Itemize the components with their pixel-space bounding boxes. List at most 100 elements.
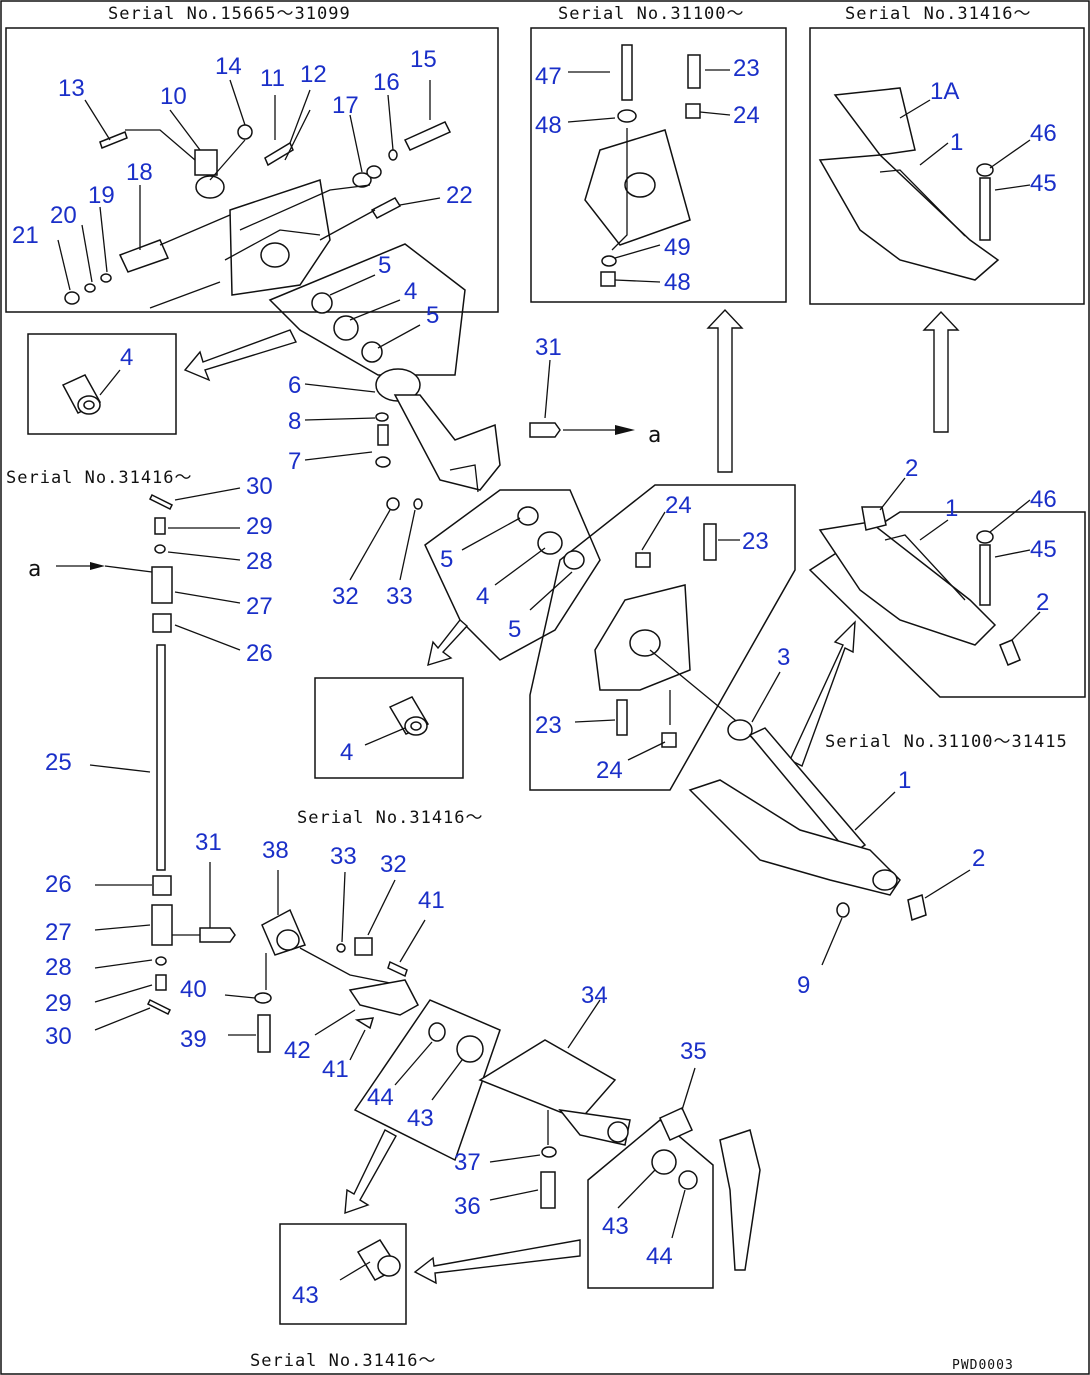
callout-32-upper: 32 [332,583,359,610]
callout-29-lower: 29 [45,990,72,1017]
callouts: 13 10 14 11 12 17 16 15 18 19 20 21 22 5… [12,46,1057,1309]
serial-label-left-rod: Serial No.31416～ [6,468,193,488]
group-frame-bushings-lower-right [587,1119,714,1289]
drawing-bracket-middle-right [594,523,717,748]
callout-2-right-top: 2 [905,455,918,482]
frame-top-middle [530,27,787,303]
callout-48-top: 48 [535,112,562,139]
page-code: PWD0003 [952,1358,1014,1373]
drawing-pedal-lower [649,649,927,921]
arrow-to-box-4a [183,329,297,382]
arrow-letter-a-left: a [28,557,42,582]
callout-43-lower-left: 43 [407,1105,434,1132]
callout-36: 36 [454,1193,481,1220]
callout-2-lower: 2 [972,845,985,872]
serial-label-top-right: Serial No.31416～ [845,4,1032,24]
frame-top-left [5,27,499,313]
serial-label-right-middle: Serial No.31100～31415 [825,732,1068,752]
callout-1-top-right: 1 [950,129,963,156]
arrow-to-box-43a [344,1129,397,1215]
callout-1-right-middle: 1 [945,495,958,522]
callout-22: 22 [446,182,473,209]
drawing-pedal-right-middle [818,506,1021,666]
drawing-bushing-4a [61,374,102,415]
callout-33-lower: 33 [330,843,357,870]
callout-37: 37 [454,1149,481,1176]
callout-49: 49 [664,234,691,261]
callout-31-upper: 31 [535,334,562,361]
callout-23-middle-top: 23 [742,528,769,555]
callout-23-middle-bottom: 23 [535,712,562,739]
callout-28-upper: 28 [246,548,273,575]
callout-40: 40 [180,976,207,1003]
callout-32-lower: 32 [380,851,407,878]
serial-label-top-middle: Serial No.31100～ [558,4,745,24]
drawing-bushing-4b [388,696,430,736]
callout-24-middle-bottom: 24 [596,757,623,784]
callout-4-middle: 4 [476,583,489,610]
callout-5-middle-b: 5 [508,616,521,643]
callout-44-lower-right: 44 [646,1243,673,1270]
serial-label-top-left: Serial No.15665～31099 [108,4,351,24]
callout-35: 35 [680,1038,707,1065]
callout-11: 11 [260,65,285,92]
arrow-up-right [922,310,960,433]
drawing-bushing-43 [356,1239,401,1281]
arrow-to-pedal-right [789,620,856,767]
callout-12: 12 [300,61,327,88]
serial-label-lower-middle: Serial No.31416～ [297,808,484,828]
callout-45-top: 45 [1030,170,1057,197]
callout-23-top: 23 [733,55,760,82]
callout-41-upper: 41 [418,887,445,914]
callout-26-upper: 26 [246,640,273,667]
callout-33-upper: 33 [386,583,413,610]
callout-44-lower-left: 44 [367,1084,394,1111]
callout-24-top: 24 [733,102,760,129]
callout-41-lower: 41 [322,1056,349,1083]
callout-19: 19 [88,182,115,209]
callout-4-box-a: 4 [120,344,133,371]
callout-6: 6 [288,372,301,399]
callout-30-upper: 30 [246,473,273,500]
callout-38: 38 [262,837,289,864]
group-frame-bushings-upper [268,243,466,376]
callout-1-lower: 1 [898,767,911,794]
callout-18: 18 [126,159,153,186]
callout-13: 13 [58,75,85,102]
callout-9: 9 [797,972,810,999]
callout-25: 25 [45,749,72,776]
callout-14: 14 [215,53,242,80]
callout-46-top: 46 [1030,120,1057,147]
callout-27-upper: 27 [246,593,273,620]
callout-2-right-middle: 2 [1036,589,1049,616]
group-frame-bushings-lower [353,999,501,1162]
callout-5-upper-a: 5 [378,252,391,279]
callout-27-lower: 27 [45,919,72,946]
frame-bushing-4-b [314,677,464,779]
callout-5-middle-a: 5 [440,546,453,573]
arrow-to-box-4b [427,618,469,667]
callout-4-box-b: 4 [340,739,353,766]
drawing-lower-assembly [254,908,761,1271]
group-frame-bracket [529,484,796,791]
callout-42: 42 [284,1037,311,1064]
frame-bushing-4-a [27,333,177,435]
callout-16: 16 [373,69,400,96]
callout-3: 3 [777,644,790,671]
callout-34: 34 [581,982,608,1009]
drawing-bushings-middle [517,506,585,570]
callout-24-middle-top: 24 [665,492,692,519]
frame-top-right [809,27,1085,305]
callout-45-middle: 45 [1030,536,1057,563]
callout-29-upper: 29 [246,513,273,540]
callout-26-lower: 26 [45,871,72,898]
callout-7: 7 [288,448,301,475]
callout-5-upper-b: 5 [426,302,439,329]
callout-30-lower: 30 [45,1023,72,1050]
arrow-to-box-43b [413,1239,581,1285]
callout-43-lower-right: 43 [602,1213,629,1240]
callout-20: 20 [50,202,77,229]
callout-46-middle: 46 [1030,486,1057,513]
